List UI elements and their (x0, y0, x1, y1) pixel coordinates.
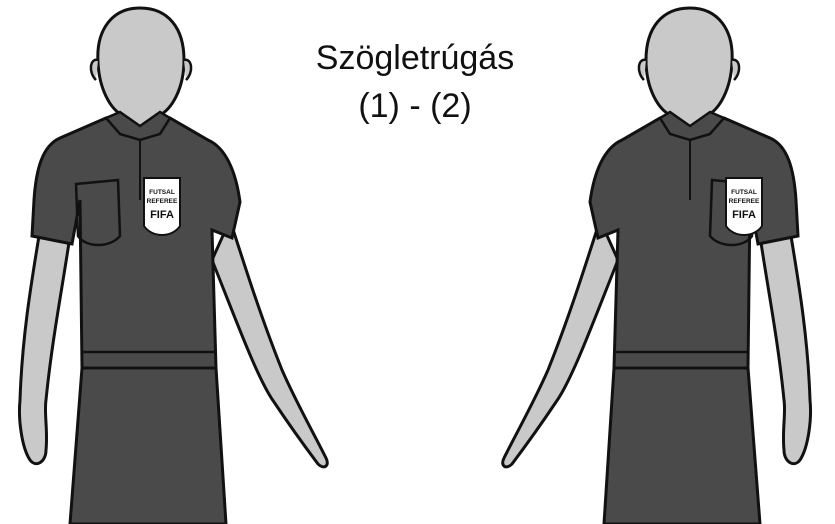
referee-left-illustration: FUTSAL REFEREE FIFA (18, 6, 329, 524)
referee-figure-right: FUTSAL REFEREE FIFA (500, 0, 830, 524)
collar (103, 110, 172, 142)
badge-line3: FIFA (150, 209, 174, 221)
right-arm-pointing (210, 215, 329, 469)
badge-line1: FUTSAL (731, 189, 757, 196)
fifa-badge: FUTSAL REFEREE FIFA (143, 177, 181, 236)
badge-line2: REFEREE (147, 198, 178, 205)
referee-right-illustration: FUTSAL REFEREE FIFA (501, 6, 812, 524)
badge-line3: FIFA (732, 209, 756, 221)
fifa-badge: FUTSAL REFEREE FIFA (725, 177, 763, 236)
referee-figure-left: FUTSAL REFEREE FIFA (0, 0, 330, 524)
badge-line1: FUTSAL (149, 189, 175, 196)
caption-title: Szögletrúgás (315, 39, 515, 77)
caption-subtitle: (1) - (2) (358, 87, 472, 125)
shorts (68, 366, 228, 524)
signal-caption: Szögletrúgás (1) - (2) (270, 34, 560, 130)
shirt (30, 116, 242, 370)
badge-line2: REFEREE (729, 198, 760, 205)
pocket (74, 178, 122, 247)
left-arm (18, 228, 72, 466)
